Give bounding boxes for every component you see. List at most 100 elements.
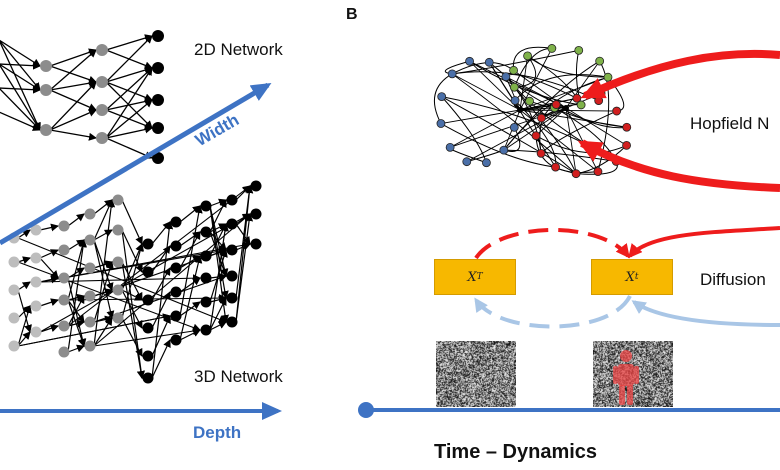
- edge-2d: [0, 64, 41, 131]
- network-3d-label: 3D Network: [194, 367, 283, 386]
- node-2d: [40, 124, 52, 136]
- edge-2d: [105, 67, 153, 139]
- edge-3d: [93, 327, 201, 347]
- node-3d: [170, 286, 182, 298]
- hopfield-node: [572, 93, 582, 103]
- node-3d: [142, 350, 154, 362]
- timeline-label: Time – Dynamics: [434, 441, 598, 463]
- edge-2d: [0, 61, 41, 70]
- state-xt-var: X: [625, 269, 635, 285]
- node-3d: [200, 324, 212, 336]
- node-3d: [30, 224, 42, 236]
- node-2d: [40, 84, 52, 96]
- hopfield-node: [612, 106, 622, 116]
- node-3d: [58, 220, 70, 232]
- state-xt-sub: t: [634, 272, 639, 282]
- node-2d: [96, 104, 108, 116]
- network-3d-diagram: [8, 180, 262, 384]
- hopfield-node: [593, 167, 603, 177]
- edge-2d: [0, 88, 41, 131]
- edge-3d: [93, 261, 114, 323]
- hopfield-node: [436, 119, 446, 128]
- node-3d: [58, 320, 70, 332]
- node-3d: [58, 272, 70, 284]
- timeline-start-dot: [358, 402, 374, 418]
- node-3d: [250, 208, 262, 220]
- node-3d: [8, 340, 20, 352]
- node-3d: [112, 224, 124, 236]
- hopfield-node: [547, 44, 557, 53]
- edge-3d: [17, 256, 31, 265]
- node-3d: [250, 180, 262, 192]
- hopfield-hub-node: [517, 107, 523, 113]
- person-silhouette-icon: [613, 350, 639, 405]
- node-3d: [226, 270, 238, 282]
- node-3d: [30, 326, 42, 338]
- node-3d: [200, 200, 212, 212]
- hopfield-node: [499, 145, 509, 155]
- hopfield-edge: [565, 107, 627, 146]
- hopfield-node: [523, 51, 532, 61]
- edge-2d: [49, 48, 97, 67]
- width-axis-arrow: [0, 82, 272, 246]
- node-3d: [84, 234, 96, 246]
- node-3d: [112, 256, 124, 268]
- hopfield-network-graph: [433, 44, 632, 179]
- node-3d: [226, 316, 238, 328]
- node-3d: [142, 372, 154, 384]
- edge-3d: [67, 185, 251, 327]
- node-3d: [30, 276, 42, 288]
- hopfield-node: [551, 162, 560, 172]
- network-2d-diagram: [0, 30, 164, 164]
- node-3d: [250, 238, 262, 250]
- hopfield-node: [571, 169, 581, 179]
- hopfield-node: [536, 148, 546, 158]
- node-3d: [84, 208, 96, 220]
- hopfield-node: [537, 113, 546, 123]
- node-3d: [226, 218, 238, 230]
- node-2d: [152, 94, 164, 106]
- node-3d: [200, 250, 212, 262]
- hopfield-node: [603, 72, 613, 82]
- blue-solid-arc: [631, 300, 780, 327]
- node-3d: [142, 238, 154, 250]
- edge-2d: [0, 111, 41, 131]
- node-3d: [200, 272, 212, 284]
- node-3d: [58, 294, 70, 306]
- edge-2d: [49, 109, 97, 131]
- node-3d: [226, 194, 238, 206]
- hopfield-node: [437, 92, 447, 102]
- edge-3d: [93, 213, 251, 347]
- hopfield-node: [622, 122, 632, 132]
- node-3d: [84, 290, 96, 302]
- hopfield-node: [551, 100, 561, 109]
- hopfield-edge: [540, 110, 617, 154]
- edge-3d: [121, 243, 145, 319]
- edge-3d: [209, 199, 227, 233]
- hopfield-node: [622, 141, 631, 150]
- hopfield-edge: [440, 123, 556, 168]
- hopfield-node: [447, 69, 457, 79]
- hopfield-node: [509, 65, 518, 75]
- edge-2d: [49, 81, 97, 131]
- edge-3d: [39, 223, 59, 232]
- node-3d: [170, 216, 182, 228]
- panel-label-b: B: [346, 6, 358, 23]
- edge-3d: [209, 231, 228, 277]
- edge-3d: [17, 261, 201, 332]
- depth-label: Depth: [193, 423, 242, 442]
- diffusion-label: Diffusion: [700, 270, 766, 289]
- hopfield-edge: [441, 96, 487, 163]
- node-3d: [226, 244, 238, 256]
- hopfield-edge: [514, 100, 557, 168]
- node-3d: [58, 346, 70, 358]
- edge-3d: [93, 260, 113, 269]
- node-3d: [112, 194, 124, 206]
- hopfield-edge: [451, 73, 521, 111]
- node-3d: [8, 312, 20, 324]
- node-2d: [152, 30, 164, 42]
- node-3d: [170, 310, 182, 322]
- edge-2d: [49, 89, 97, 111]
- edge-3d: [17, 281, 31, 291]
